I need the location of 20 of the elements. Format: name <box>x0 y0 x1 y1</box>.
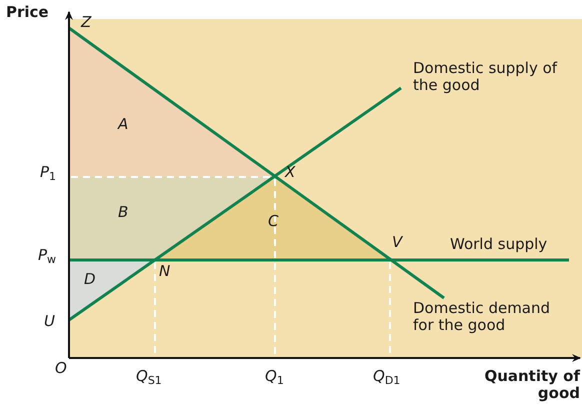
axis-tick-label: O <box>55 360 67 378</box>
axis-tick-label: Q$_{1}$ <box>265 368 284 388</box>
point-label: Z <box>81 14 92 32</box>
axis-tick-label: P$_{w}$ <box>38 247 56 267</box>
curve-label: World supply <box>450 236 548 254</box>
point-label: N <box>159 263 170 280</box>
area-label: B <box>118 204 128 222</box>
area-label: C <box>268 213 278 230</box>
axis-tick-label: P$_{1}$ <box>40 164 56 184</box>
area-label: A <box>118 116 128 134</box>
point-label: V <box>392 234 402 252</box>
area-label: D <box>84 271 96 288</box>
axis-title: Quantity of good <box>483 368 580 402</box>
axis-tick-label: U <box>44 313 55 330</box>
axis-tick-label: Q$_{D1}$ <box>373 368 400 388</box>
axis-tick-label: Q$_{S1}$ <box>136 368 162 388</box>
axis-title: Price <box>6 4 49 22</box>
curve-label: Domestic supply of the good <box>413 60 558 94</box>
curve-label: Domestic demand for the good <box>413 300 552 334</box>
point-label: X <box>285 164 296 182</box>
